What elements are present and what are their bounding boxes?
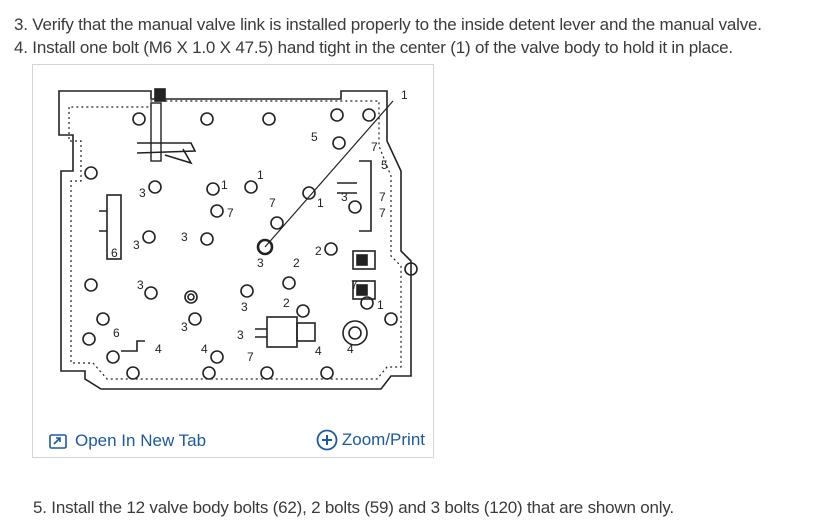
zoom-plus-icon (316, 429, 338, 451)
callout-1: 1 (257, 168, 264, 182)
callout-6: 6 (111, 246, 118, 260)
open-in-new-tab-link[interactable]: Open In New Tab (49, 431, 206, 451)
zoom-print-link[interactable]: Zoom/Print (316, 429, 425, 451)
callout-7: 7 (371, 140, 378, 154)
zoom-print-label[interactable]: Zoom/Print (341, 430, 425, 449)
callout-3: 3 (341, 190, 348, 204)
callout-3: 3 (181, 320, 188, 334)
callout-7: 7 (379, 206, 386, 220)
callout-3: 3 (257, 256, 264, 270)
callout-3: 3 (133, 238, 140, 252)
callout-2: 2 (315, 244, 322, 258)
valve-body-diagram: 1 5 7 5 1 1 7 3 7 1 3 7 7 3 3 6 3 2 2 3 … (58, 88, 418, 390)
figure-container: 1 5 7 5 1 1 7 3 7 1 3 7 7 3 3 6 3 2 2 3 … (32, 64, 434, 458)
callout-4: 4 (347, 342, 354, 356)
callout-5: 5 (311, 130, 318, 144)
instruction-step-3: 3. Verify that the manual valve link is … (14, 15, 762, 34)
bolt-hole (132, 112, 146, 126)
open-in-new-tab-label[interactable]: Open In New Tab (75, 431, 207, 450)
callout-4: 4 (155, 342, 162, 356)
callout-2: 2 (283, 296, 290, 310)
callout-4: 4 (201, 342, 208, 356)
callout-5: 5 (381, 158, 388, 172)
callout-3: 3 (241, 300, 248, 314)
callout-7: 7 (247, 350, 254, 364)
callout-6: 6 (113, 326, 120, 340)
callout-7: 7 (351, 278, 358, 292)
callout-3: 3 (137, 278, 144, 292)
callout-1: 1 (317, 196, 324, 210)
callout-3: 3 (139, 186, 146, 200)
callout-3: 3 (181, 230, 188, 244)
instruction-step-5: 5. Install the 12 valve body bolts (62),… (33, 498, 674, 517)
callout-1: 1 (377, 298, 384, 312)
callout-1: 1 (401, 88, 408, 102)
callout-7: 7 (379, 190, 386, 204)
figure-link-bar: Open In New Tab Zoom/Print (33, 425, 433, 455)
callout-7: 7 (227, 206, 234, 220)
callout-3: 3 (237, 328, 244, 342)
callout-7: 7 (269, 196, 276, 210)
callout-2: 2 (293, 256, 300, 270)
open-in-new-tab-icon (49, 433, 67, 449)
instruction-step-4: 4. Install one bolt (M6 X 1.0 X 47.5) ha… (14, 38, 733, 57)
callout-4: 4 (315, 344, 322, 358)
callout-1: 1 (221, 178, 228, 192)
